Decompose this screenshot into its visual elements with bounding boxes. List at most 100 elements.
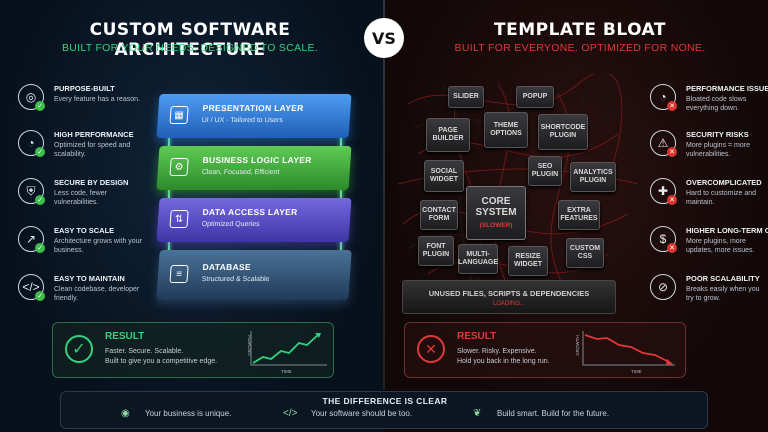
layer-desc: Clean, Focused, Efficient [201,169,280,176]
business-logic-layer: ⚙ BUSINESS LOGIC LAYER Clean, Focused, E… [156,146,352,190]
x-icon: ✕ [667,101,677,111]
analytics-plugin-block: ANALYTICS PLUGIN [570,162,616,192]
bottom-banner: THE DIFFERENCE IS CLEAR ◉ Your business … [60,391,708,429]
result-title: RESULT [105,331,145,342]
right-title: TEMPLATE BLOAT [494,20,666,40]
feature-desc: Optimized for speed and scalability. [54,142,131,158]
success-check-icon: ✓ [65,335,93,363]
time-axis-label: TIME [281,369,292,374]
logic-icon: ⚙ [169,158,189,176]
multi-language-block: MULTI-LANGUAGE [458,244,498,274]
popup-block: POPUP [516,86,554,108]
result-line-2: Built to give you a competitive edge. [105,358,218,365]
data-access-layer: ⇅ DATA ACCESS LAYER Optimized Queries [156,198,352,242]
slider-block: SLIDER [448,86,484,108]
right-subtitle: BUILT FOR EVERYONE. OPTIMIZED FOR NONE. [454,42,706,54]
custom-css-block: CUSTOM CSS [566,238,604,268]
center-divider [383,0,385,390]
code-icon: </> [18,274,44,300]
x-icon: ✕ [667,147,677,157]
issue-desc: More plugins, more updates, more issues. [686,238,755,254]
result-line-1: Slower. Risky. Expensive. [457,348,537,355]
issue-title: HIGHER LONG-TERM COST [686,226,768,235]
page-builder-block: PAGE BUILDER [426,118,470,152]
loading-label: LOADING... [492,301,525,307]
x-icon: ✕ [667,243,677,253]
left-subtitle: BUILT FOR YOUR NEEDS. DESIGNED TO SCALE. [61,42,319,54]
feature-title: EASY TO MAINTAIN [54,274,125,283]
issue-title: SECURITY RISKS [686,130,749,139]
resize-widget-block: RESIZE WIDGET [508,246,548,276]
theme-options-block: THEME OPTIONS [484,112,528,148]
check-icon: ✓ [35,147,45,157]
social-widget-block: SOCIAL WIDGET [424,160,464,192]
unused-files-base: UNUSED FILES, SCRIPTS & DEPENDENCIES LOA… [402,280,616,314]
layer-desc: Structured & Scalable [201,276,270,283]
extra-features-block: EXTRA FEATURES [558,200,600,230]
issue-desc: More plugins = more vulnerabilities. [686,142,751,158]
time-axis-label: TIME [631,369,642,374]
layer-desc: UI / UX - Tailored to Users [201,117,284,124]
issue-desc: Breaks easily when you try to grow. [686,286,760,302]
feature-desc: Clean codebase, developer friendly. [54,286,140,302]
result-line-1: Faster. Secure. Scalable. [105,348,184,355]
database-icon: ≡ [169,265,189,283]
shortcode-plugin-block: SHORTCODE PLUGIN [538,114,588,150]
base-label: UNUSED FILES, SCRIPTS & DEPENDENCIES [428,289,590,298]
fingerprint-icon: ◉ [121,408,130,419]
issue-desc: Bloated code slows everything down. [686,96,747,112]
growth-icon: ↗ [18,226,44,252]
feature-desc: Every feature has a reason. [54,96,140,103]
issue-title: POOR SCALABILITY [686,274,760,283]
speedometer-icon: ◔ [650,84,676,110]
core-system-sub: (SLOWER) [479,221,513,229]
gauge-icon: ◔ [18,130,44,156]
banner-item-3: Build smart. Build for the future. [497,409,610,418]
feature-title: SECURE BY DESIGN [54,178,129,187]
feature-title: EASY TO SCALE [54,226,115,235]
layer-title: BUSINESS LOGIC LAYER [202,155,313,165]
presentation-layer: ▦ PRESENTATION LAYER UI / UX - Tailored … [156,94,352,138]
growth-down-chart [582,331,675,366]
feature-title: HIGH PERFORMANCE [54,130,134,139]
x-icon: ✕ [667,195,677,205]
vs-badge: VS [364,18,404,58]
warning-icon: ⚠ [650,130,676,156]
banner-item-2: Your software should be too. [311,409,413,418]
layer-title: PRESENTATION LAYER [202,103,305,113]
result-line-2: Hold you back in the long run. [457,358,550,365]
layer-title: DATA ACCESS LAYER [202,207,298,217]
check-icon: ✓ [35,291,45,301]
layer-title: DATABASE [202,262,252,272]
font-plugin-block: FONT PLUGIN [418,236,454,266]
data-access-icon: ⇅ [169,210,189,228]
check-icon: ✓ [35,195,45,205]
shield-icon: ⛨ [18,178,44,204]
core-system-block: CORE SYSTEM (SLOWER) [466,186,526,240]
target-icon: ◎ [18,84,44,110]
code-brackets-icon: </> [283,408,298,419]
banner-title: THE DIFFERENCE IS CLEAR [322,396,448,406]
database-layer: ≡ DATABASE Structured & Scalable [156,250,352,300]
feature-desc: Architecture grows with your business. [54,238,142,254]
puzzle-icon: ✚ [650,178,676,204]
dollar-icon: $ [650,226,676,252]
check-icon: ✓ [35,101,45,111]
feature-title: PURPOSE-BUILT [54,84,115,93]
left-title: CUSTOM SOFTWARE ARCHITECTURE [89,20,291,60]
seo-plugin-block: SEO PLUGIN [528,156,562,186]
banner-item-1: Your business is unique. [145,409,232,418]
issue-desc: Hard to customize and maintain. [686,190,757,206]
right-result-box: ✕ RESULT Slower. Risky. Expensive. Hold … [404,322,686,378]
left-result-box: ✓ RESULT Faster. Secure. Scalable. Built… [52,322,334,378]
sprout-icon: ❦ [473,408,482,419]
issue-title: PERFORMANCE ISSUES [686,84,768,93]
feature-desc: Less code, fewer vulnerabilities. [54,190,107,206]
result-title: RESULT [457,331,497,342]
failure-x-icon: ✕ [417,335,445,363]
issue-title: OVERCOMPLICATED [686,178,762,187]
ui-icon: ▦ [169,106,189,124]
growth-up-chart [250,331,327,366]
core-system-label: CORE SYSTEM [475,195,517,218]
layer-desc: Optimized Queries [201,221,260,228]
